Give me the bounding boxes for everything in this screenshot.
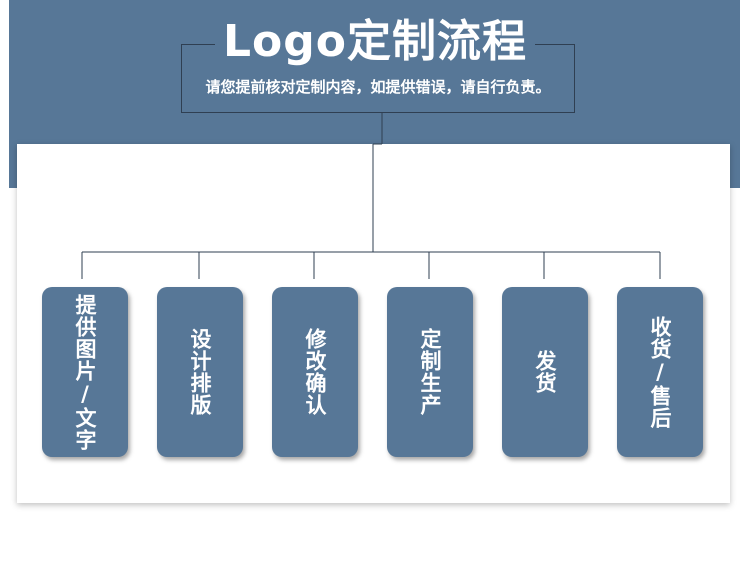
page-title: Logo定制流程 [0,14,750,70]
step-receipt-after-sales: 收货/售后 [617,287,703,457]
step-label: 收货/售后 [648,315,672,429]
step-label: 提供图片/文字 [73,293,97,451]
step-revise-confirm: 修改确认 [272,287,358,457]
step-design-layout: 设计排版 [157,287,243,457]
page-subtitle: 请您提前核对定制内容，如提供错误，请自行负责。 [205,78,551,96]
step-production: 定制生产 [387,287,473,457]
step-label: 发货 [533,350,557,394]
step-label: 修改确认 [303,328,327,416]
step-provide-image-text: 提供图片/文字 [42,287,128,457]
step-label: 设计排版 [188,328,212,416]
step-label: 定制生产 [418,328,442,416]
step-shipping: 发货 [502,287,588,457]
